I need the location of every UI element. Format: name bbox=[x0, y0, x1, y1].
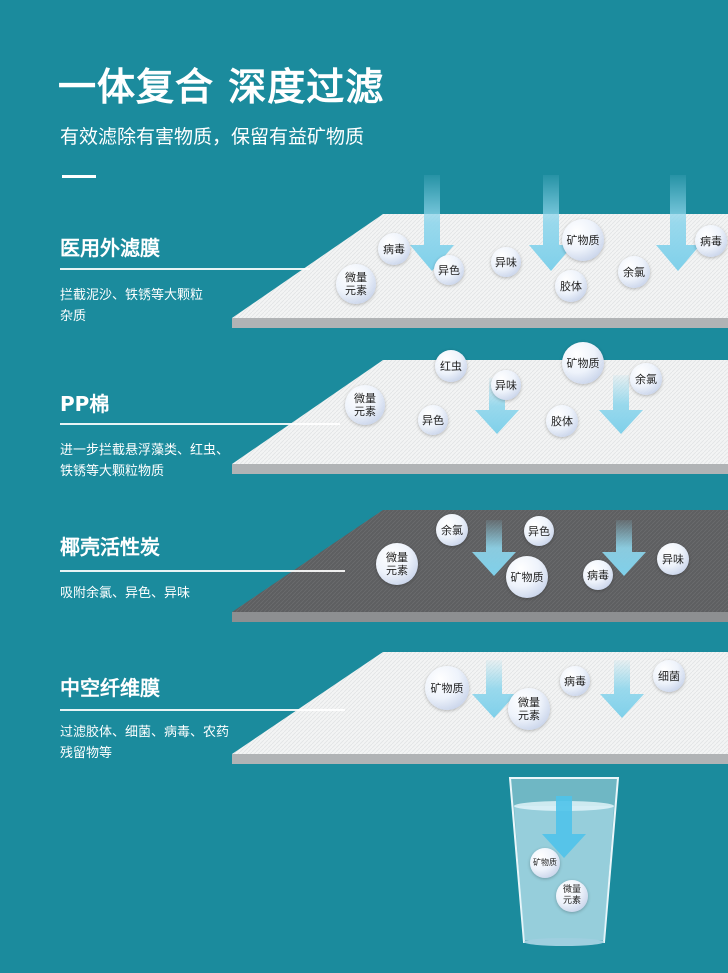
bubble-odd-color: 异色 bbox=[418, 405, 448, 435]
bubble-minerals: 矿物质 bbox=[425, 666, 469, 710]
arrow bbox=[410, 175, 454, 271]
flow-arrows bbox=[410, 175, 700, 718]
arrow bbox=[472, 520, 516, 576]
bubble-minerals: 矿物质 bbox=[562, 342, 604, 384]
bubble-virus: 病毒 bbox=[695, 225, 727, 257]
bubble-trace-elements: 微量元素 bbox=[345, 385, 385, 425]
bubble-trace-elements: 微量元素 bbox=[508, 688, 550, 730]
bubble-virus: 病毒 bbox=[378, 233, 410, 265]
bubble-residual-chlorine: 余氯 bbox=[436, 514, 468, 546]
bubble-trace-elements: 微量元素 bbox=[336, 264, 376, 304]
arrow bbox=[600, 660, 644, 718]
arrow bbox=[529, 175, 573, 271]
bubble-odd-color: 异色 bbox=[434, 255, 464, 285]
arrow bbox=[656, 175, 700, 271]
title-divider bbox=[62, 175, 96, 178]
arrow bbox=[599, 375, 643, 434]
bubble-minerals: 矿物质 bbox=[506, 556, 548, 598]
bubble-trace-elements: 微量元素 bbox=[556, 880, 588, 912]
layer-4-sheet bbox=[232, 652, 728, 764]
bubble-residual-chlorine: 余氯 bbox=[630, 363, 662, 395]
arrow bbox=[475, 378, 519, 434]
section-underline bbox=[60, 709, 345, 711]
bubble-odd-taste: 异味 bbox=[657, 543, 689, 575]
section-underline bbox=[60, 268, 310, 270]
section-desc-coconut-carbon: 吸附余氯、异色、异味 bbox=[60, 586, 191, 601]
arrow bbox=[472, 660, 516, 718]
bubble-odd-color: 异色 bbox=[524, 516, 554, 546]
water-glass bbox=[508, 777, 620, 946]
layer-3-sheet bbox=[232, 510, 728, 622]
arrow bbox=[602, 520, 646, 576]
section-underline bbox=[60, 423, 340, 425]
section-desc-hollow-fiber: 过滤胶体、细菌、病毒、农药残留物等 bbox=[60, 725, 230, 761]
bubble-virus: 病毒 bbox=[560, 666, 590, 696]
bubble-odd-taste: 异味 bbox=[491, 370, 521, 400]
section-underline bbox=[60, 570, 345, 572]
bubble-trace-elements: 微量元素 bbox=[376, 543, 418, 585]
bubble-colloid: 胶体 bbox=[555, 270, 587, 302]
layer-1-sheet bbox=[232, 214, 728, 328]
bubble-virus: 病毒 bbox=[583, 560, 613, 590]
page-subtitle: 有效滤除有害物质，保留有益矿物质 bbox=[60, 126, 365, 148]
bubble-colloid: 胶体 bbox=[546, 405, 578, 437]
section-title-hollow-fiber: 中空纤维膜 bbox=[60, 676, 160, 700]
section-desc-medical-membrane: 拦截泥沙、铁锈等大颗粒杂质 bbox=[60, 288, 204, 324]
bubble-red-worm: 红虫 bbox=[435, 350, 467, 382]
section-title-coconut-carbon: 椰壳活性炭 bbox=[60, 535, 160, 559]
bubble-odd-taste: 异味 bbox=[491, 247, 521, 277]
section-title-pp-cotton: PP棉 bbox=[60, 392, 110, 416]
page-title: 一体复合 深度过滤 bbox=[58, 65, 385, 109]
section-desc-pp-cotton: 进一步拦截悬浮藻类、红虫、铁锈等大颗粒物质 bbox=[60, 443, 230, 479]
bubble-minerals: 矿物质 bbox=[530, 848, 560, 878]
bubble-residual-chlorine: 余氯 bbox=[618, 256, 650, 288]
bubble-bacteria: 细菌 bbox=[653, 660, 685, 692]
section-title-medical-membrane: 医用外滤膜 bbox=[60, 236, 160, 260]
bubble-minerals: 矿物质 bbox=[562, 219, 604, 261]
arrow bbox=[542, 796, 586, 858]
